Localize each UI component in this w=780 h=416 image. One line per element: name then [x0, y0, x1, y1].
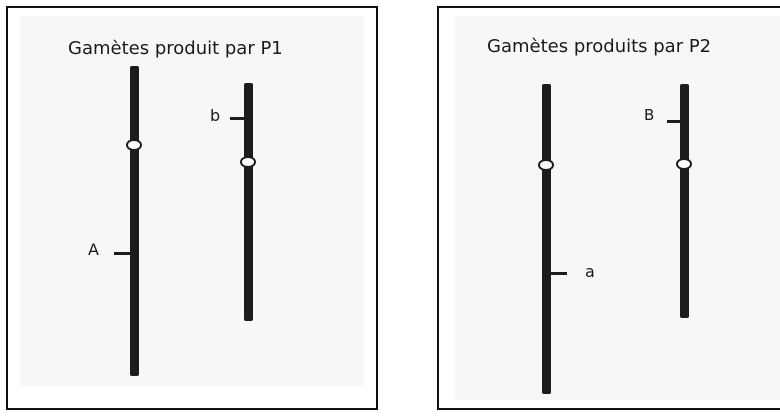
centromere	[538, 159, 554, 171]
panel-background	[20, 16, 364, 386]
allele-marker	[667, 120, 680, 123]
panel-background	[455, 16, 780, 400]
panel-title: Gamètes produit par P1	[68, 38, 283, 59]
allele-label-a: a	[585, 262, 595, 281]
allele-label-B: B	[644, 106, 655, 124]
chromosome-short	[680, 84, 689, 318]
allele-marker	[114, 252, 130, 255]
gametes-panel-p1: Gamètes produit par P1 A b	[6, 6, 378, 410]
centromere	[676, 158, 692, 170]
allele-label-b: b	[210, 106, 221, 125]
allele-label-A: A	[88, 240, 99, 259]
centromere	[126, 139, 142, 151]
allele-marker	[230, 117, 244, 120]
panel-title: Gamètes produits par P2	[487, 36, 712, 57]
chromosome-long	[542, 84, 551, 394]
chromosome-short	[244, 83, 253, 321]
allele-marker	[551, 272, 567, 275]
centromere	[240, 156, 256, 168]
chromosome-long	[130, 66, 139, 376]
gametes-panel-p2: Gamètes produits par P2 a B	[437, 6, 780, 410]
